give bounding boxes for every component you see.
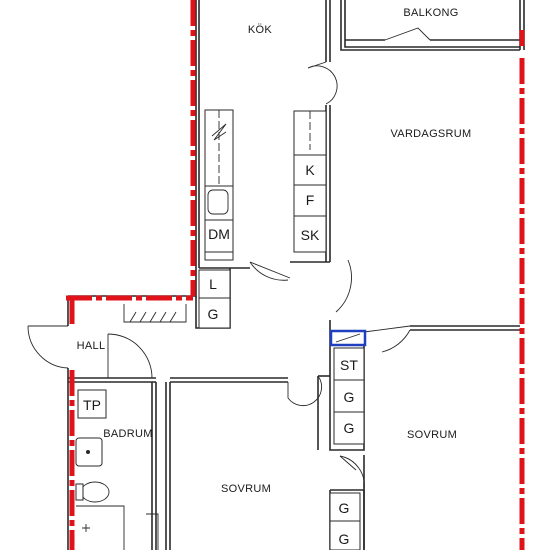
kitchen-counter: [198, 109, 327, 329]
fixture-label-st: ST: [340, 357, 358, 373]
fixture-label-g-closet: G: [208, 306, 219, 322]
doors: [27, 27, 431, 491]
fixture-label-k: K: [305, 162, 315, 178]
room-label-hall: HALL: [77, 340, 106, 352]
hall-shelf: [123, 304, 187, 323]
fixture-label-tp: TP: [83, 397, 101, 413]
fixture-label-g-wardrobe-3: G: [339, 500, 350, 516]
fixture-label-g-wardrobe-2: G: [344, 420, 355, 436]
fixture-label-g-wardrobe-1: G: [344, 389, 355, 405]
room-label-badrum: BADRUM: [103, 428, 152, 440]
room-label-vardagsrum: VARDAGSRUM: [390, 128, 471, 140]
bathroom-fixtures: [75, 389, 110, 532]
fixture-label-f: F: [306, 192, 315, 208]
room-labels: KÖK BALKONG VARDAGSRUM HALL BADRUM SOVRU…: [77, 7, 472, 495]
room-label-sovrum-right: SOVRUM: [407, 429, 457, 441]
room-label-balkong: BALKONG: [403, 7, 458, 19]
exterior-wall-markings: [66, 0, 525, 550]
fixture-label-sk: SK: [301, 227, 320, 243]
fixture-label-l: L: [209, 276, 217, 292]
room-label-kok: KÖK: [248, 24, 272, 36]
fixture-label-dm: DM: [208, 226, 230, 242]
wardrobes: [329, 329, 367, 550]
fixture-labels: K F SK DM L G TP ST G G G G: [83, 162, 358, 547]
interior-walls: [67, 0, 525, 550]
fixture-label-g-wardrobe-4: G: [339, 531, 350, 547]
room-label-sovrum-left: SOVRUM: [221, 483, 271, 495]
